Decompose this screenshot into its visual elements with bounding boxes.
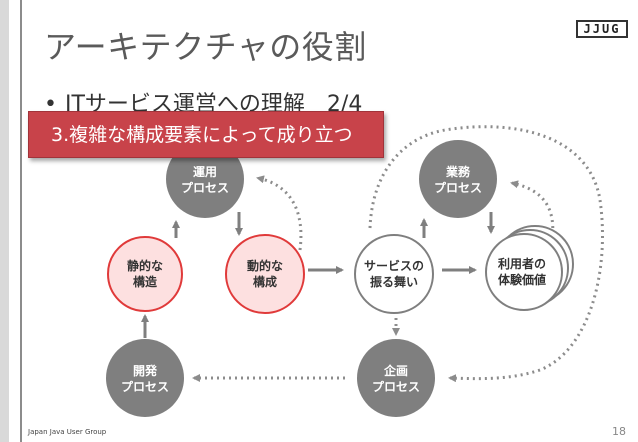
- node-kikaku-process: 企画 プロセス: [357, 339, 435, 417]
- slide-title: アーキテクチャの役割: [44, 28, 367, 66]
- left-accent-bar: [0, 0, 9, 442]
- node-kikaku-line1: 企画: [383, 363, 408, 378]
- node-seiteki-line1: 静的な: [127, 258, 163, 273]
- node-douteki-line1: 動的な: [247, 258, 283, 273]
- footer-text: Japan Java User Group: [28, 428, 107, 436]
- bullet-dot: •: [44, 92, 57, 117]
- node-douteki-line2: 構成: [253, 274, 277, 289]
- node-seiteki-structure: 静的な 構造: [107, 236, 183, 312]
- node-gyoumu-line2: プロセス: [434, 180, 482, 195]
- node-gyoumu-process: 業務 プロセス: [419, 140, 497, 218]
- node-unyou-line2: プロセス: [181, 180, 229, 195]
- node-riyousha-line2: 体験価値: [498, 272, 546, 287]
- stack-circle-front: [485, 233, 563, 311]
- node-riyousha-line1: 利用者の: [498, 256, 546, 271]
- node-riyousha-value: 利用者の 体験価値: [485, 225, 574, 311]
- node-kikaku-line2: プロセス: [372, 379, 420, 394]
- node-seiteki-line2: 構造: [133, 274, 158, 289]
- left-divider-line: [20, 0, 22, 442]
- dotted-arrow-service-to-top: [368, 125, 604, 383]
- node-kaihatsu-line2: プロセス: [121, 379, 169, 394]
- page-number: 18: [612, 425, 626, 438]
- node-kaihatsu-line1: 開発: [133, 363, 158, 378]
- node-unyou-line1: 運用: [193, 165, 217, 179]
- jjug-logo: JJUG: [576, 20, 628, 38]
- node-gyoumu-line1: 業務: [445, 164, 471, 179]
- callout-banner: 3.複雑な構成要素によって成り立つ: [28, 111, 384, 158]
- node-kaihatsu-process: 開発 プロセス: [106, 339, 184, 417]
- dotted-arrow-douteki-to-unyou: [256, 175, 303, 251]
- node-douteki-composition: 動的な 構成: [225, 234, 305, 314]
- node-service-line2: 振る舞い: [370, 274, 418, 289]
- node-unyou-process: 運用 プロセス: [166, 140, 244, 218]
- node-service-line1: サービスの: [364, 258, 424, 273]
- node-service-behavior: サービスの 振る舞い: [354, 234, 434, 314]
